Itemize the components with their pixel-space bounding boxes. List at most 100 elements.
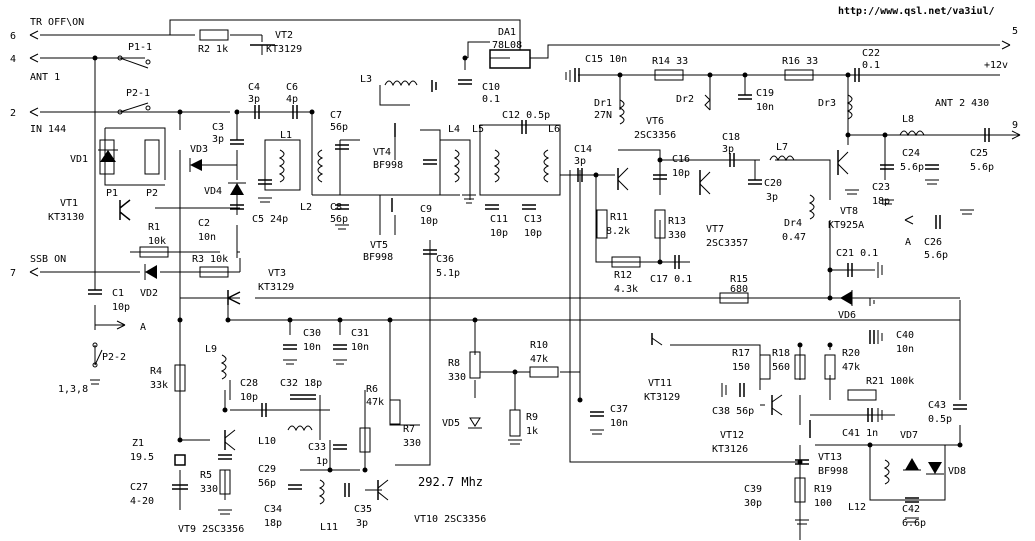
label-c1: C1 [112,288,124,299]
port-ant1: ANT 1 [30,72,60,83]
label-p1: P1 [106,188,118,199]
label-c18v: 3p [722,144,734,155]
port-in144: IN 144 [30,124,66,135]
label-c8: C8 [330,202,342,213]
label-vt10: VT10 2SC3356 [414,514,486,525]
label-r17: R17 [732,348,750,359]
label-r4v: 33k [150,380,168,391]
port-tr-off-on: TR OFF\ON [30,17,84,28]
label-vt2t: KT3129 [266,44,302,55]
label-z1v: 19.5 [130,452,154,463]
label-c22v: 0.1 [862,60,880,71]
label-c1v: 10p [112,302,130,313]
label-r4: R4 [150,366,162,377]
label-c4: C4 [248,82,260,93]
label-r15: R15 [730,274,748,285]
label-vt5: VT5 [370,240,388,251]
label-c11: C11 [490,214,508,225]
label-c13v: 10p [524,228,542,239]
label-vt9: VT9 2SC3356 [178,524,244,535]
label-c35: C35 [354,504,372,515]
label-r9v: 1k [526,426,538,437]
label-c36: C36 [436,254,454,265]
label-r1: R1 [148,222,160,233]
label-c29v: 56p [258,478,276,489]
label-c43: C43 [928,400,946,411]
label-c42v: 6.6p [902,518,926,529]
label-l2: L2 [300,202,312,213]
label-c22: C22 [862,48,880,59]
label-r6: R6 [366,384,378,395]
label-vt4: VT4 [373,147,391,158]
label-l7: L7 [776,142,788,153]
label-c28v: 10p [240,392,258,403]
label-vd5: VD5 [442,418,460,429]
label-vt13t: BF998 [818,466,848,477]
label-r13: R13 [668,216,686,227]
label-c6: C6 [286,82,298,93]
label-vd2: VD2 [140,288,158,299]
label-vt11t: KT3129 [644,392,680,403]
label-c19v: 10n [756,102,774,113]
label-r8v: 330 [448,372,466,383]
label-c41: C41 1n [842,428,878,439]
label-c5: C5 24p [252,214,288,225]
label-c2v: 10n [198,232,216,243]
labels: http://www.qsl.net/va3iul/ 292.7 Mhz 6 T… [10,5,1018,535]
label-dr1: Dr1 [594,98,612,109]
port-9: 9 [1012,120,1018,131]
label-r1v: 10k [148,236,166,247]
label-p11: P1-1 [128,42,152,53]
label-c30: C30 [303,328,321,339]
label-vt12t: KT3126 [712,444,748,455]
label-c13: C13 [524,214,542,225]
label-da1: DA1 [498,27,516,38]
label-c28: C28 [240,378,258,389]
label-l5: L5 [472,124,484,135]
label-p22: P2-2 [102,352,126,363]
port-a1: A [140,322,146,333]
label-vt6: VT6 [646,116,664,127]
label-c10v: 0.1 [482,94,500,105]
label-l12: L12 [848,502,866,513]
label-l6: L6 [548,124,560,135]
label-c40: C40 [896,330,914,341]
label-c43v: 0.5p [928,414,952,425]
label-c26v: 5.6p [924,250,948,261]
label-r16: R16 33 [782,56,818,67]
port-4: 4 [10,54,16,65]
label-vt4t: BF998 [373,160,403,171]
port-1-3-8: 1,3,8 [58,384,88,395]
label-r7v: 330 [403,438,421,449]
label-r12: R12 [614,270,632,281]
label-vt8t: KT925A [828,220,864,231]
label-r8: R8 [448,358,460,369]
symbols [29,29,1021,525]
label-c2: C2 [198,218,210,229]
label-r5v: 330 [200,484,218,495]
label-c27v: 4-20 [130,496,154,507]
label-r19: R19 [814,484,832,495]
label-c8v: 56p [330,214,348,225]
label-vt12: VT12 [720,430,744,441]
label-c9v: 10p [420,216,438,227]
label-c38: C38 56p [712,406,754,417]
wiring [40,19,1020,540]
label-vt7t: 2SC3357 [706,238,748,249]
label-c14: C14 [574,144,592,155]
label-c6v: 4p [286,94,298,105]
label-r18: R18 [772,348,790,359]
port-6: 6 [10,31,16,42]
label-c31v: 10n [351,342,369,353]
label-r10: R10 [530,340,548,351]
label-l9: L9 [205,344,217,355]
label-c34: C34 [264,504,282,515]
label-c36v: 5.1p [436,268,460,279]
label-vt1t: KT3130 [48,212,84,223]
label-vt7: VT7 [706,224,724,235]
port-ssb-on: SSB ON [30,254,66,265]
label-r14: R14 33 [652,56,688,67]
label-c18: C18 [722,132,740,143]
label-dr3: Dr3 [818,98,836,109]
